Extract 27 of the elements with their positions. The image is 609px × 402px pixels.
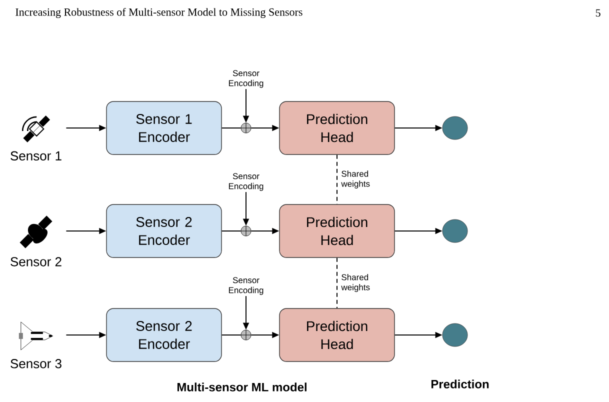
output-circle [442, 116, 468, 140]
dashed-line [336, 257, 338, 309]
sensor-label: Sensor 3 [10, 359, 62, 368]
sum-symbol [240, 226, 252, 236]
encoder-box: Sensor 1 Encoder [106, 101, 222, 155]
sensor-label: Sensor 2 [10, 257, 62, 266]
edge-label: Shared weights [341, 274, 370, 292]
encoding-label: Sensor Encoding [228, 277, 264, 295]
sum-symbol [240, 122, 252, 134]
connector-line [221, 230, 242, 232]
prediction-head-box: Prediction Head [279, 101, 395, 155]
running-header: Increasing Robustness of Multi-sensor Model to Missing Sensors [16, 8, 302, 18]
edge-label: Shared weights [341, 170, 370, 188]
section-label: Prediction [431, 380, 489, 388]
output-circle [442, 323, 468, 347]
encoding-label: Sensor Encoding [228, 173, 264, 191]
section-label: Multi-sensor ML model [177, 382, 306, 392]
page-number: 5 [596, 9, 600, 17]
sensor-label: Sensor 1 [10, 151, 62, 160]
encoding-label: Sensor Encoding [228, 70, 264, 88]
connector-line [221, 334, 242, 336]
encoder-box: Sensor 2 Encoder [106, 204, 222, 258]
output-circle [442, 219, 468, 243]
sum-symbol [240, 330, 252, 340]
prediction-head-box: Prediction Head [279, 204, 395, 258]
prediction-head-box: Prediction Head [279, 308, 395, 362]
encoder-box: Sensor 2 Encoder [106, 308, 222, 362]
